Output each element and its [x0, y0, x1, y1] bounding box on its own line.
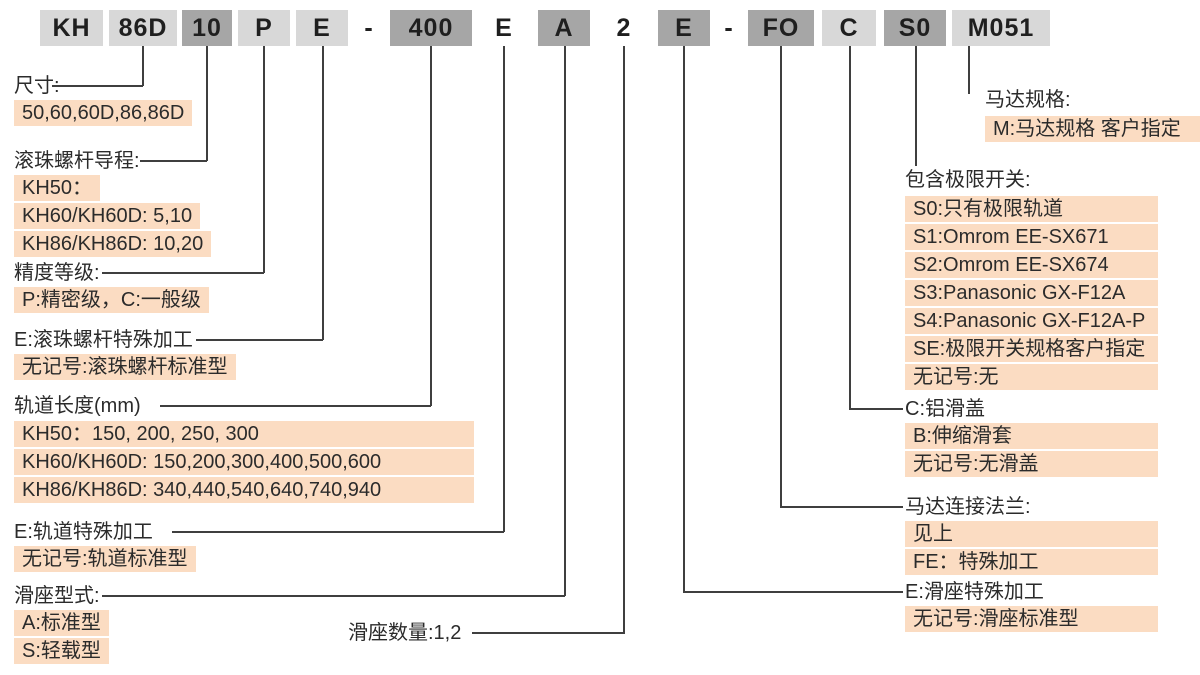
code-segment-rail-special: E	[495, 14, 513, 42]
code-segment-flange: FO	[748, 10, 814, 46]
callout-accuracy-option: P:精密级，C:一般级	[14, 287, 209, 313]
callout-limit-switch-option: S4:Panasonic GX-F12A-P	[905, 308, 1158, 334]
callout-rail-special-option: 无记号:轨道标准型	[14, 546, 196, 572]
connector-flange-h	[780, 506, 903, 508]
callout-limit-switch-option: S2:Omrom EE-SX674	[905, 252, 1158, 278]
connector-flange-v	[780, 46, 782, 507]
callout-motor-spec-option: M:马达规格 客户指定	[985, 116, 1200, 142]
connector-lead-h	[140, 160, 207, 162]
callout-motor-spec-label: 马达规格:	[985, 89, 1071, 111]
code-segment-motor: M051	[952, 10, 1050, 46]
connector-size-h	[52, 85, 143, 87]
connector-lead-v	[206, 46, 208, 161]
code-segment-slider-special: E	[658, 10, 710, 46]
callout-limit-switch-label: 包含极限开关:	[905, 169, 1031, 191]
callout-screw-special-option: 无记号:滚珠螺杆标准型	[14, 354, 236, 380]
connector-slider-qty-v	[623, 46, 625, 634]
callout-lead-option: KH60/KH60D: 5,10	[14, 203, 201, 229]
callout-limit-switch-option: S0:只有极限轨道	[905, 196, 1158, 222]
connector-motor-v	[968, 46, 970, 94]
callout-flange-option: FE：特殊加工	[905, 549, 1158, 575]
code-segment-hyphen-2: -	[724, 14, 734, 42]
callout-slider-special-label: E:滑座特殊加工	[905, 581, 1044, 603]
callout-slider-type-option: S:轻载型	[14, 638, 109, 664]
connector-slider-qty-h	[472, 632, 624, 634]
callout-flange-label: 马达连接法兰:	[905, 496, 1031, 518]
code-segment-limit-switch: S0	[884, 10, 946, 46]
connector-slider-type-h	[102, 595, 565, 597]
callout-cover-option: B:伸缩滑套	[905, 423, 1158, 449]
connector-rail-special-h	[172, 531, 504, 533]
code-segment-lead: 10	[182, 10, 232, 46]
callout-size-label: 尺寸:	[14, 75, 60, 97]
code-segment-accuracy: P	[238, 10, 290, 46]
connector-limit-switch-v	[915, 46, 917, 166]
callout-limit-switch-option: S1:Omrom EE-SX671	[905, 224, 1158, 250]
connector-cover-h	[849, 408, 903, 410]
callout-rail-length-label: 轨道长度(mm)	[14, 395, 141, 417]
callout-limit-switch-option: SE:极限开关规格客户指定	[905, 336, 1158, 362]
callout-size-option: 50,60,60D,86,86D	[14, 100, 193, 126]
callout-slider-qty-label: 滑座数量:1,2	[348, 622, 462, 644]
callout-lead-option: KH86/KH86D: 10,20	[14, 231, 212, 257]
code-segment-size: 86D	[109, 10, 177, 46]
callout-cover-label: C:铝滑盖	[905, 398, 985, 420]
connector-accuracy-v	[263, 46, 265, 273]
callout-lead-label: 滚珠螺杆导程:	[14, 150, 140, 172]
callout-limit-switch-option: 无记号:无	[905, 364, 1158, 390]
code-segment-rail-length: 400	[390, 10, 472, 46]
callout-accuracy-label: 精度等级:	[14, 262, 100, 284]
connector-accuracy-h	[102, 272, 264, 274]
callout-flange-option: 见上	[905, 521, 1158, 547]
callout-slider-type-label: 滑座型式:	[14, 585, 100, 607]
callout-slider-special-option: 无记号:滑座标准型	[905, 606, 1158, 632]
callout-rail-length-option: KH60/KH60D: 150,200,300,400,500,600	[14, 449, 474, 475]
code-segment-series: KH	[40, 10, 103, 46]
code-segment-slider-type: A	[538, 10, 590, 46]
connector-slider-special-v	[683, 46, 685, 592]
code-segment-cover: C	[822, 10, 876, 46]
callout-cover-option: 无记号:无滑盖	[905, 451, 1158, 477]
callout-rail-length-option: KH86/KH86D: 340,440,540,640,740,940	[14, 477, 474, 503]
callout-lead-option: KH50：	[14, 175, 101, 201]
connector-slider-special-h	[683, 591, 903, 593]
callout-slider-type-option: A:标准型	[14, 610, 109, 636]
connector-cover-v	[849, 46, 851, 409]
callout-rail-special-label: E:轨道特殊加工	[14, 521, 153, 543]
connector-rail-length-v	[430, 46, 432, 406]
connector-rail-special-v	[503, 46, 505, 532]
connector-screw-special-h	[196, 339, 323, 341]
code-segment-slider-qty: 2	[616, 14, 632, 42]
connector-rail-length-h	[160, 405, 431, 407]
connector-slider-type-v	[564, 46, 566, 596]
connector-size-v	[142, 46, 144, 86]
code-segment-screw-special: E	[296, 10, 348, 46]
connector-screw-special-v	[322, 46, 324, 340]
callout-limit-switch-option: S3:Panasonic GX-F12A	[905, 280, 1158, 306]
callout-screw-special-label: E:滚珠螺杆特殊加工	[14, 329, 193, 351]
callout-rail-length-option: KH50：150, 200, 250, 300	[14, 421, 474, 447]
code-segment-hyphen-1: -	[364, 14, 374, 42]
